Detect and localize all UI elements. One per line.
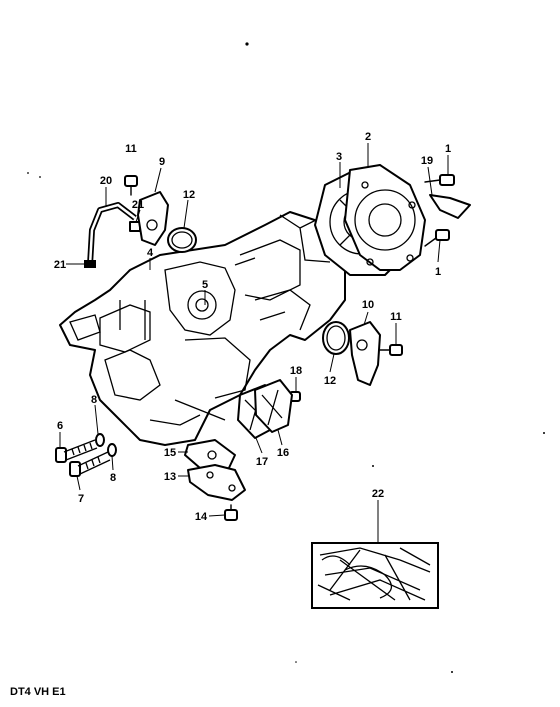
callout-8-upper: 8	[91, 394, 97, 406]
callout-21-lower: 21	[54, 259, 66, 271]
bolt-11-right	[379, 344, 403, 356]
callout-1-upper: 1	[445, 143, 451, 155]
callout-20: 20	[100, 175, 112, 187]
clip-19	[429, 194, 471, 219]
cylinder-block	[59, 211, 346, 446]
callout-4: 4	[147, 247, 154, 259]
fitting-9	[137, 191, 169, 246]
callout-12-lower: 12	[324, 375, 336, 387]
bolt-6	[55, 439, 98, 463]
callout-11-right: 11	[390, 311, 402, 323]
bolt-upper-right	[424, 174, 455, 186]
callout-1-lower: 1	[435, 266, 441, 278]
washer-8-lower	[107, 443, 117, 457]
plate-16	[254, 379, 293, 433]
bracket-10	[349, 321, 381, 386]
callout-9: 9	[159, 156, 165, 168]
gasket-kit-22	[311, 542, 439, 609]
diagram-code: DT4 VH E1	[10, 686, 66, 698]
bolt-lower-right	[424, 229, 450, 247]
o-ring-upper-inner	[171, 231, 193, 249]
hose-clamp-21-lower	[84, 260, 96, 268]
callout-22: 22	[372, 488, 384, 500]
callouts: 1 1 2 3 4 5 6 7 8 8 9 10 11 11 12 12 13 …	[54, 131, 451, 523]
callout-10: 10	[362, 299, 374, 311]
callout-7: 7	[78, 493, 84, 505]
leader-lines	[59, 143, 449, 543]
callout-13: 13	[164, 471, 176, 483]
callout-21-upper: 21	[132, 199, 144, 211]
callout-8-lower: 8	[110, 472, 116, 484]
bolt-11-upper	[124, 175, 138, 196]
screw-14	[224, 504, 238, 521]
callout-19: 19	[421, 155, 433, 167]
callout-16: 16	[277, 447, 289, 459]
callout-5: 5	[202, 279, 208, 291]
callout-17: 17	[256, 456, 268, 468]
callout-14: 14	[195, 511, 208, 523]
washer-8-upper	[95, 433, 105, 447]
plate-13	[187, 464, 246, 501]
callout-12-upper: 12	[183, 189, 195, 201]
callout-11-upper: 11	[125, 143, 137, 155]
callout-2: 2	[365, 131, 371, 143]
callout-18: 18	[290, 365, 302, 377]
callout-15: 15	[164, 447, 176, 459]
scan-specks	[27, 42, 545, 673]
bolt-7	[69, 451, 111, 477]
callout-6: 6	[57, 420, 63, 432]
callout-3: 3	[336, 151, 342, 163]
crankcase-cover	[344, 164, 426, 271]
